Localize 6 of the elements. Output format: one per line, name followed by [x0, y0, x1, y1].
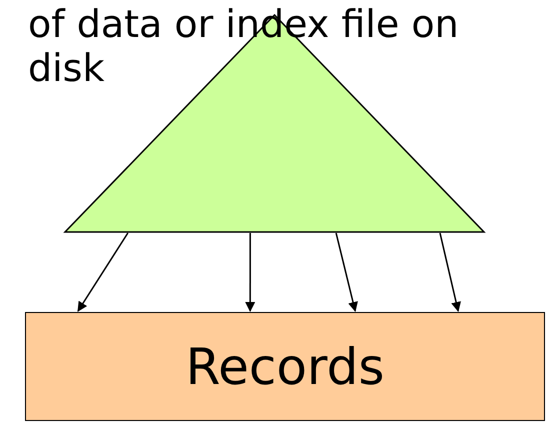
arrow	[245, 233, 256, 312]
node-label: Records	[186, 338, 384, 396]
records-box	[25, 312, 545, 421]
arrow	[439, 232, 461, 312]
arrow	[77, 232, 128, 312]
arrow	[335, 232, 358, 312]
